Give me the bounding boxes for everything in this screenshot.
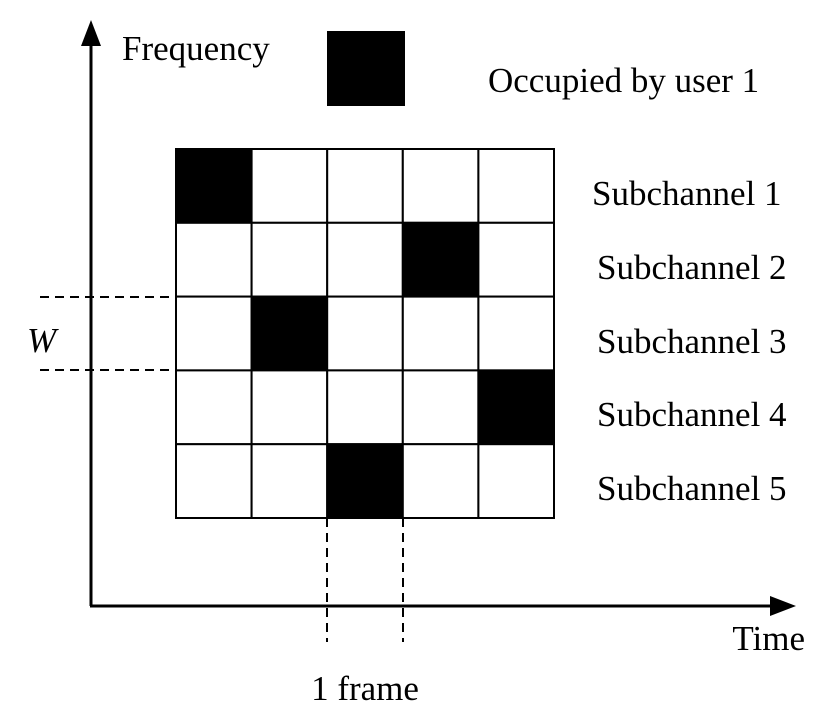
subchannel-label-1: Subchannel 1 [592, 174, 782, 213]
free-cell-r4-c1 [175, 369, 253, 446]
free-cell-r1-c4 [401, 148, 480, 224]
legend-swatch-occupied [327, 31, 405, 106]
free-cell-r3-c4 [401, 295, 480, 372]
legend-label: Occupied by user 1 [488, 61, 759, 100]
frequency-axis-arrowhead [81, 20, 101, 46]
free-cell-r3-c1 [175, 295, 253, 372]
occupied-cell-r5-c3 [326, 443, 404, 520]
frame-label: 1 frame [311, 669, 419, 708]
subchannel-grid [175, 148, 555, 520]
free-cell-r2-c1 [175, 221, 253, 298]
frequency-axis-label: Frequency [122, 29, 270, 68]
occupied-cell-r3-c2 [250, 295, 329, 372]
subchannel-label-5: Subchannel 5 [597, 469, 787, 508]
frame-indicator: 1 frame [311, 518, 419, 708]
free-cell-r2-c5 [477, 221, 555, 298]
bandwidth-indicator: W [27, 296, 175, 371]
free-cell-r5-c2 [250, 443, 329, 520]
free-cell-r4-c2 [250, 369, 329, 446]
free-cell-r1-c2 [250, 148, 329, 224]
bandwidth-label: W [27, 321, 59, 360]
time-axis-label: Time [732, 619, 805, 658]
axes [81, 20, 796, 616]
free-cell-r1-c3 [326, 148, 404, 224]
free-cell-r2-c2 [250, 221, 329, 298]
free-cell-r2-c3 [326, 221, 404, 298]
time-axis-arrowhead [770, 596, 796, 616]
subchannel-label-3: Subchannel 3 [597, 322, 787, 361]
free-cell-r4-c3 [326, 369, 404, 446]
occupied-cell-r2-c4 [401, 221, 480, 298]
free-cell-r3-c5 [477, 295, 555, 372]
free-cell-r5-c4 [401, 443, 480, 520]
free-cell-r5-c5 [477, 443, 555, 520]
free-cell-r4-c4 [401, 369, 480, 446]
subchannel-label-4: Subchannel 4 [597, 395, 787, 434]
free-cell-r1-c5 [477, 148, 555, 224]
legend: Occupied by user 1 [327, 31, 759, 106]
free-cell-r3-c3 [326, 295, 404, 372]
subchannel-label-2: Subchannel 2 [597, 248, 787, 287]
free-cell-r5-c1 [175, 443, 253, 520]
subchannel-labels: Subchannel 1 Subchannel 2 Subchannel 3 S… [592, 174, 787, 508]
occupied-cell-r1-c1 [175, 148, 253, 224]
occupied-cell-r4-c5 [477, 369, 555, 446]
